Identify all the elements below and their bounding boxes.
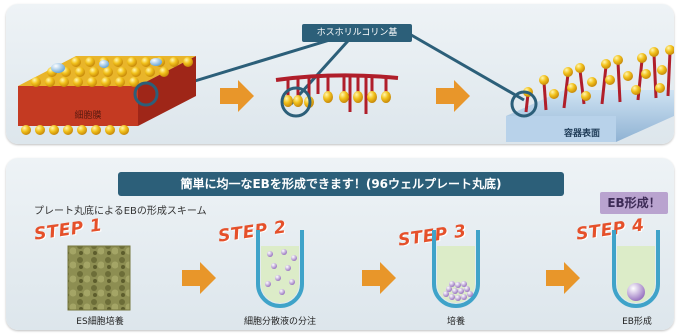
cell-membrane-block: [18, 56, 196, 135]
step-4-label: EB形成: [622, 317, 652, 327]
membrane-zoom-circle: [133, 81, 159, 107]
well-step-2: [256, 230, 304, 308]
polymer-zoom-circle: [280, 86, 312, 118]
polymer-chain: [275, 73, 399, 118]
arrow-right-icon: [436, 80, 470, 112]
eb-subtitle: プレート丸底によるEBの形成スキーム: [34, 206, 207, 217]
es-cell-culture-image: [67, 245, 131, 311]
well-step-4: [612, 230, 660, 308]
container-surface-label: 容器表面: [563, 129, 600, 139]
callout-lines: [151, 30, 525, 106]
surface-zoom-circle: [510, 90, 538, 118]
embryoid-body: [627, 283, 645, 301]
eb-formation-panel: 簡単に均一なEBを形成できます！(96ウェルプレート丸底) プレート丸底によるE…: [6, 158, 674, 330]
step-1-label: ES細胞培養: [76, 317, 124, 327]
well-step-3: [432, 230, 480, 308]
eb-headline: 簡単に均一なEBを形成できます！(96ウェルプレート丸底): [118, 172, 564, 196]
eb-formed-badge: EB形成！: [600, 192, 668, 214]
coated-surface: [506, 45, 674, 142]
eb-scheme-illustration: [67, 230, 660, 311]
phosphorylcholine-panel: ホスホリルコリン基 細胞膜 容器表面: [6, 4, 674, 144]
arrow-right-icon: [220, 80, 254, 112]
phosphorylcholine-header: ホスホリルコリン基: [302, 24, 412, 42]
arrow-right-icon: [362, 262, 396, 294]
arrow-right-icon: [182, 262, 216, 294]
cell-membrane-label: 細胞膜: [74, 111, 102, 121]
phosphorylcholine-illustration: [18, 30, 674, 142]
arrow-right-icon: [546, 262, 580, 294]
step-2-label: 細胞分散液の分注: [243, 317, 316, 327]
step-3-label: 培養: [446, 317, 465, 327]
